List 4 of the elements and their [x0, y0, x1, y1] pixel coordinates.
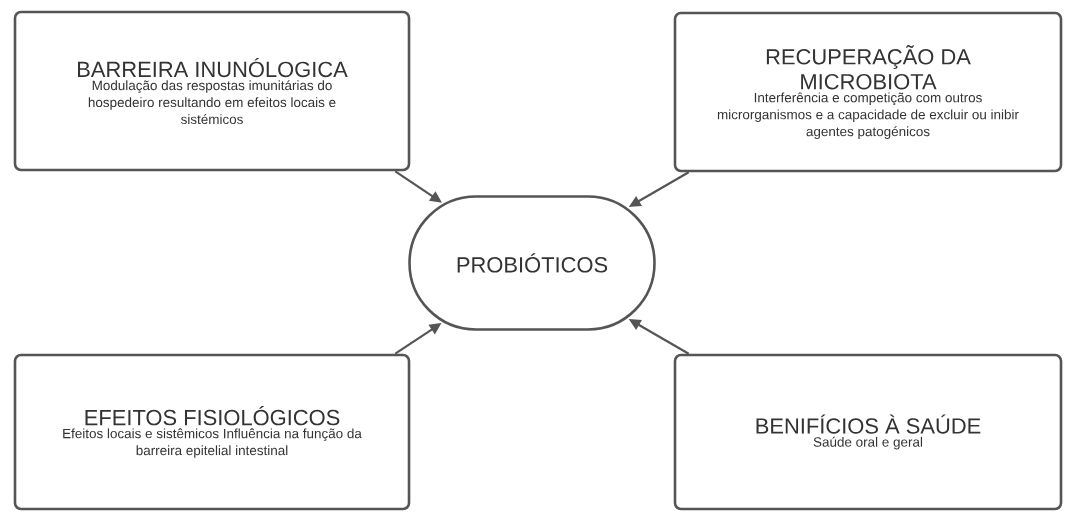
text-box: RECUPERAÇÃO DA MICROBIOTA Interferência e competição com outros microrganismos e a capacidade de excluir ou inibir agentes patogénicos [673, 11, 1063, 173]
text-box: BENIFÍCIOS À SAÚDE Saúde oral e geral [673, 353, 1063, 511]
text-box: EFEITOS FISIOLÓGICOS Efeitos locais e sistêmicos Influência na função da barreira epitelial intestinal [13, 353, 411, 511]
text-box: BARREIRA INUNÓLOGICA Modulação das respostas imunitárias do hospedeiro resultando em efeitos locais e sistémicos [13, 10, 411, 172]
